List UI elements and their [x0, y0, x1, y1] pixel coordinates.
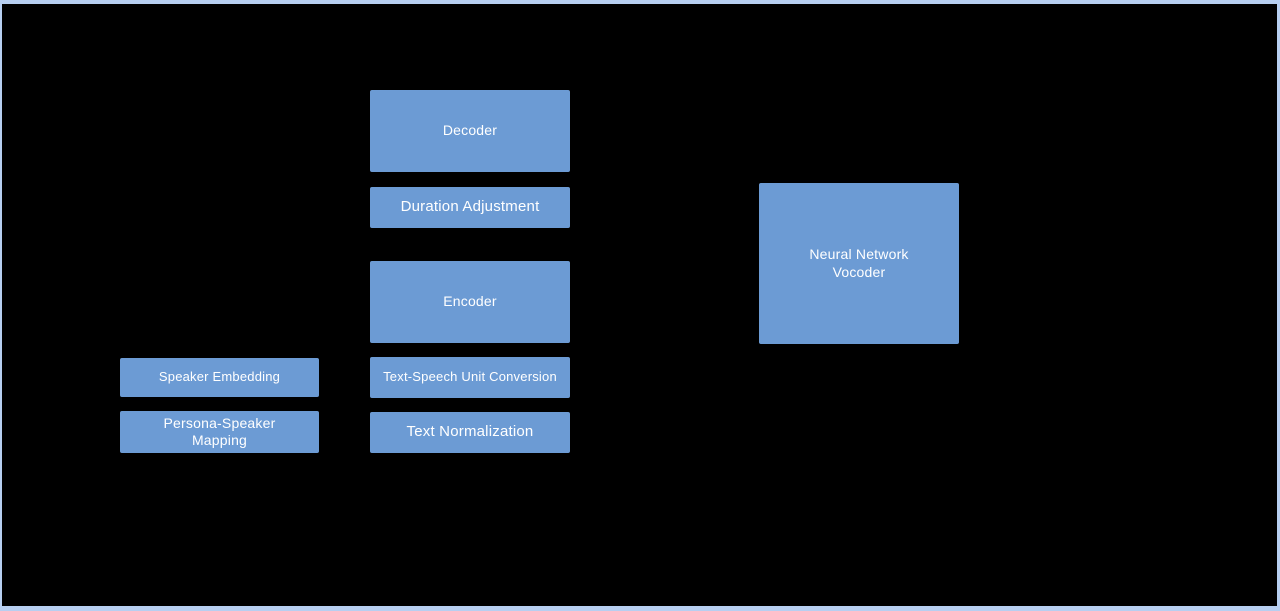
- node-text-speech-unit-conversion: Text-Speech Unit Conversion: [370, 357, 570, 398]
- node-neural-network-vocoder: Neural Network Vocoder: [759, 183, 959, 344]
- node-decoder: Decoder: [370, 90, 570, 172]
- node-encoder-label: Encoder: [443, 293, 497, 310]
- node-duration-adjustment-label: Duration Adjustment: [400, 198, 540, 216]
- node-text-speech-unit-conversion-label: Text-Speech Unit Conversion: [383, 369, 557, 385]
- node-text-normalization: Text Normalization: [370, 412, 570, 453]
- node-persona-speaker-mapping-label: Persona-Speaker Mapping: [163, 414, 276, 449]
- node-neural-network-vocoder-label: Neural Network Vocoder: [809, 246, 909, 280]
- node-persona-speaker-mapping: Persona-Speaker Mapping: [120, 411, 319, 453]
- node-decoder-label: Decoder: [442, 122, 498, 139]
- node-speaker-embedding-label: Speaker Embedding: [158, 369, 281, 385]
- node-speaker-embedding: Speaker Embedding: [120, 358, 319, 397]
- node-encoder: Encoder: [370, 261, 570, 343]
- node-text-normalization-label: Text Normalization: [406, 423, 534, 441]
- node-duration-adjustment: Duration Adjustment: [370, 187, 570, 228]
